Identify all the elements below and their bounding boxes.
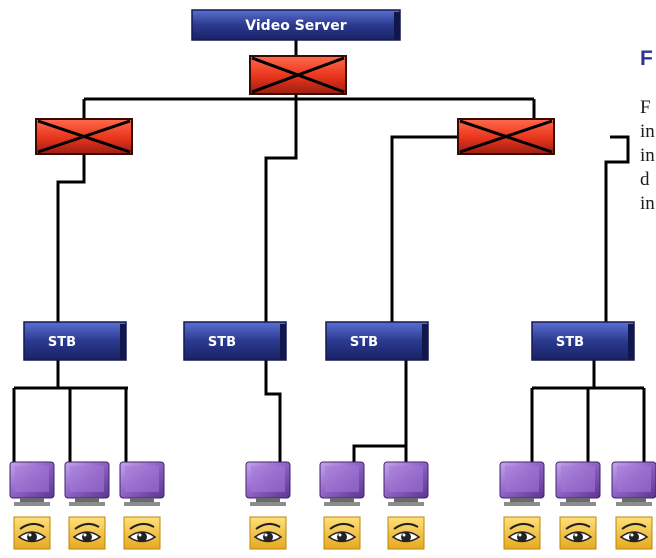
stb-box: STB bbox=[23, 321, 127, 361]
switch-box bbox=[249, 55, 347, 95]
crossed-switch-icon bbox=[37, 119, 131, 154]
crossed-switch-icon bbox=[251, 56, 345, 94]
monitor-icon bbox=[499, 461, 545, 506]
eye-icon bbox=[13, 516, 51, 550]
monitor-icon bbox=[383, 461, 429, 506]
side-heading: F bbox=[640, 47, 653, 70]
tv-monitors bbox=[9, 461, 656, 506]
eye-icon bbox=[559, 516, 597, 550]
switch-box bbox=[457, 118, 555, 155]
monitor-icon bbox=[119, 461, 165, 506]
side-text-block: F F in in d in bbox=[640, 48, 656, 216]
stb-box: STB bbox=[183, 321, 287, 361]
eye-icon bbox=[323, 516, 361, 550]
video-server-label: Video Server bbox=[245, 18, 347, 34]
eye-icon bbox=[387, 516, 425, 550]
stb-label: STB bbox=[556, 335, 584, 350]
monitor-icon bbox=[319, 461, 365, 506]
wire-stb2-tv bbox=[264, 360, 282, 462]
wire-bus-stb2 bbox=[264, 99, 298, 322]
monitor-icon bbox=[245, 461, 291, 506]
monitor-icon bbox=[9, 461, 55, 506]
side-text-line: d bbox=[640, 169, 650, 190]
side-text-line: in bbox=[640, 121, 655, 142]
monitor-icon bbox=[64, 461, 110, 506]
side-text-line: in bbox=[640, 145, 655, 166]
eye-icon bbox=[503, 516, 541, 550]
eye-icon bbox=[123, 516, 161, 550]
stb-box: STB bbox=[325, 321, 429, 361]
crossed-switch-icon bbox=[459, 119, 553, 154]
stb-label: STB bbox=[208, 335, 236, 350]
connection-lines bbox=[12, 40, 646, 462]
viewer-icons bbox=[13, 516, 653, 550]
stb-label: STB bbox=[350, 335, 378, 350]
eye-icon bbox=[615, 516, 653, 550]
eye-icon bbox=[68, 516, 106, 550]
wire-right-switch-stb3 bbox=[390, 135, 458, 322]
wire-right-switch-stb4 bbox=[604, 135, 630, 322]
stb-boxes: STB STB STB STB bbox=[23, 321, 635, 361]
video-server-box: Video Server bbox=[191, 9, 401, 41]
switch-box bbox=[35, 118, 133, 155]
side-text-line: F bbox=[640, 97, 651, 118]
monitor-icon bbox=[555, 461, 601, 506]
eye-icon bbox=[249, 516, 287, 550]
side-text-line: in bbox=[640, 193, 655, 214]
wire-left-switch-stb1 bbox=[56, 154, 86, 322]
wire-stb3-tvs bbox=[352, 444, 408, 462]
stb-label: STB bbox=[48, 335, 76, 350]
stb-box: STB bbox=[531, 321, 635, 361]
monitor-icon bbox=[611, 461, 656, 506]
switches bbox=[35, 55, 555, 155]
